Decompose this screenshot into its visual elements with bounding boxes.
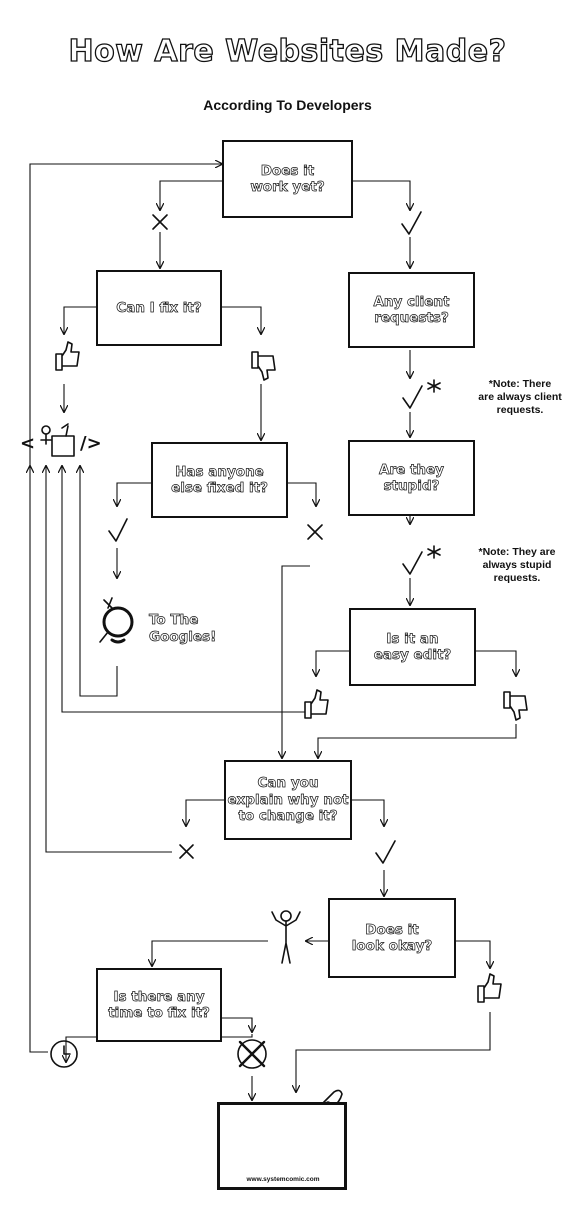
x-icon	[307, 524, 323, 540]
shrug-icon	[271, 910, 301, 964]
thumbs-down-icon	[503, 691, 528, 721]
box-any-client-requests: Any client requests?	[348, 272, 475, 348]
asterisk-icon	[427, 379, 441, 393]
final-screen	[217, 1102, 347, 1190]
box-can-i-fix-it: Can I fix it?	[96, 270, 222, 346]
note-client-requests: *Note: There are always client requests.	[478, 378, 562, 417]
box-does-it-look-okay: Does it look okay?	[328, 898, 456, 978]
code-bracket-open: <	[20, 433, 36, 454]
clock-icon	[50, 1040, 78, 1068]
box-can-you-explain: Can you explain why not to change it?	[224, 760, 352, 840]
thumbs-up-icon	[477, 973, 502, 1003]
box-is-it-an-easy-edit: Is it an easy edit?	[349, 608, 476, 686]
box-label: Has anyone else fixed it?	[171, 463, 269, 496]
box-label: Any client requests?	[373, 293, 450, 326]
check-icon	[375, 840, 396, 864]
check-icon	[402, 551, 423, 575]
box-are-they-stupid: Are they stupid?	[348, 440, 475, 516]
x-icon	[179, 844, 194, 859]
box-label: Can you explain why not to change it?	[227, 775, 349, 825]
box-label: Does it look okay?	[351, 921, 433, 954]
box-label: Can I fix it?	[116, 299, 202, 316]
box-label: Is it an easy edit?	[373, 630, 452, 663]
box-does-it-work-yet: Does it work yet?	[222, 140, 353, 218]
thumbs-down-icon	[251, 351, 276, 381]
asterisk-icon	[427, 545, 441, 559]
box-has-anyone-else-fixed-it: Has anyone else fixed it?	[151, 442, 288, 518]
box-label: Is there any time to fix it?	[108, 988, 210, 1021]
box-is-there-time: Is there any time to fix it?	[96, 968, 222, 1042]
thumbs-up-icon	[55, 341, 80, 371]
crossed-out-icon	[237, 1039, 267, 1069]
search-icon	[99, 597, 134, 644]
check-icon	[402, 385, 423, 409]
page-title: How Are Websites Made?	[68, 33, 507, 69]
box-label: Does it work yet?	[250, 162, 325, 195]
x-icon	[152, 214, 168, 230]
page-subtitle: According To Developers	[203, 97, 372, 113]
check-icon	[401, 211, 422, 235]
code-bracket-close: />	[80, 433, 102, 454]
box-label: Are they stupid?	[379, 461, 445, 494]
note-stupid-requests: *Note: They are always stupid requests.	[478, 546, 556, 585]
check-icon	[108, 518, 128, 542]
to-the-googles-label: To The Googles!	[149, 612, 217, 646]
credit: www.systemcomic.com	[246, 1176, 320, 1183]
thumbs-up-icon	[304, 689, 329, 719]
developer-icon	[40, 423, 75, 457]
